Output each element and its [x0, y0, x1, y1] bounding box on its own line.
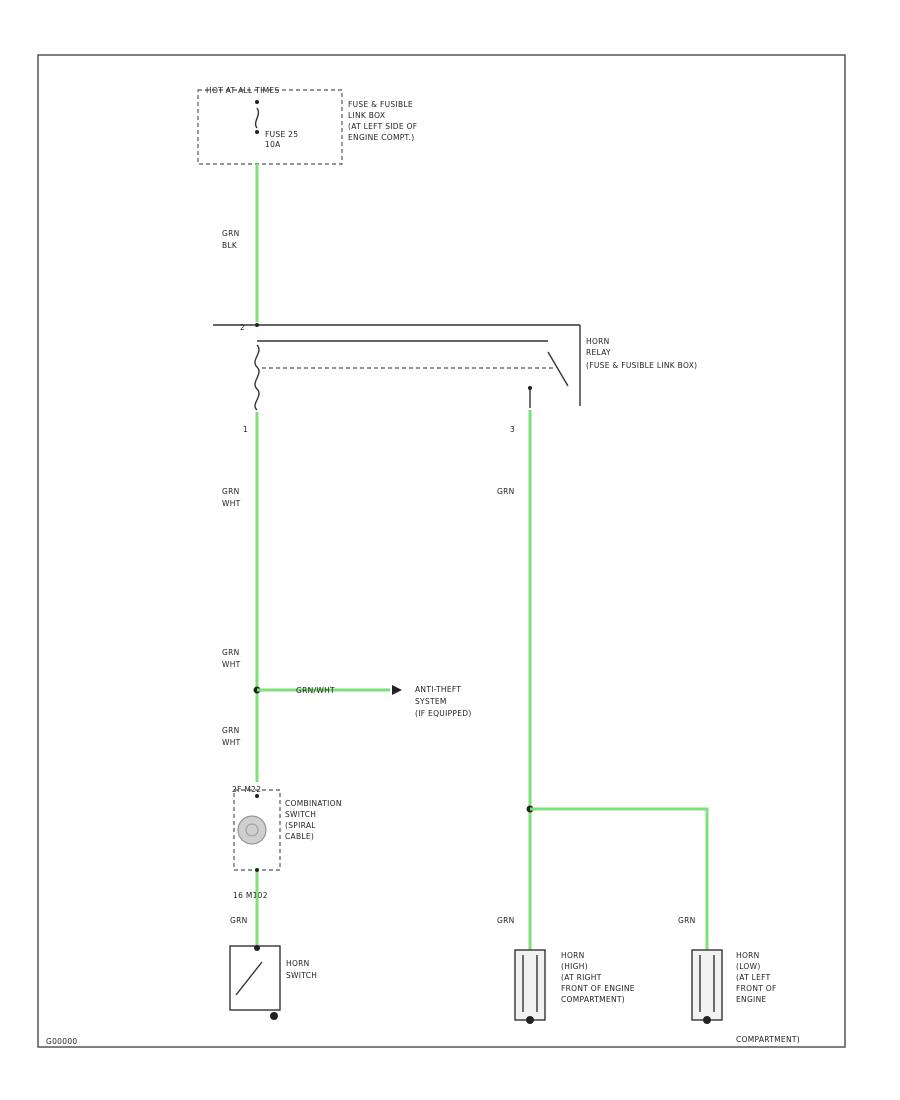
- wire-4-color-1: GRN: [222, 726, 240, 735]
- horn-low-coil-icon: [699, 955, 715, 1012]
- wire-3-color-1: GRN: [222, 648, 240, 657]
- horn-high-coil-icon: [522, 955, 538, 1012]
- horn-high-ground-terminal: [526, 1016, 534, 1024]
- diagram-frame: [37, 54, 846, 1048]
- horn-low-name-5: ENGINE: [736, 995, 767, 1004]
- combination-switch-name-3: (SPIRAL: [285, 821, 316, 830]
- diagram-id: G00000: [46, 1037, 77, 1046]
- relay-name-2: RELAY: [586, 348, 611, 357]
- wire-8-color: GRN: [678, 916, 696, 925]
- wire-2-color-1: GRN: [222, 487, 240, 496]
- branch-wire-color: GRN/WHT: [296, 686, 335, 695]
- horn-switch-name-2: SWITCH: [286, 971, 317, 980]
- wire-3-color-2: WHT: [222, 660, 241, 669]
- relay-pin-1: 1: [243, 425, 248, 434]
- horn-switch-name-1: HORN: [286, 959, 310, 968]
- antitheft-label-3: (IF EQUIPPED): [415, 709, 472, 718]
- relay-pin-3: 3: [510, 425, 515, 434]
- fuse-icon: [254, 107, 260, 129]
- wire-5-color: GRN: [230, 916, 248, 925]
- wire-1-color-2: BLK: [222, 241, 238, 250]
- horn-high-name-2: (HIGH): [561, 962, 588, 971]
- fuse-name: FUSE 25: [265, 130, 298, 139]
- combination-switch-name-4: CABLE): [285, 832, 314, 841]
- wire-2-color-2: WHT: [222, 499, 241, 508]
- fuse-box-location-2: LINK BOX: [348, 111, 385, 120]
- horn-high-name-3: (AT RIGHT: [561, 973, 602, 982]
- horn-low-name-6: COMPARTMENT): [736, 1035, 800, 1044]
- combination-switch-name-1: COMBINATION: [285, 799, 342, 808]
- relay-top-terminal: [255, 323, 259, 327]
- fuse-box-location-3: (AT LEFT SIDE OF: [348, 122, 417, 131]
- relay-contact-terminal: [528, 386, 532, 390]
- antitheft-label-1: ANTI-THEFT: [415, 685, 461, 694]
- wire-7-color: GRN: [497, 916, 515, 925]
- combination-switch-bottom-pins: 16 M102: [233, 891, 268, 900]
- combination-switch-top-terminal: [255, 794, 259, 798]
- horn-high-name-1: HORN: [561, 951, 585, 960]
- horn-switch-contact-icon: [235, 961, 263, 996]
- horn-low-name-2: (LOW): [736, 962, 761, 971]
- wire-6-color: GRN: [497, 487, 515, 496]
- horn-low-name-4: FRONT OF: [736, 984, 777, 993]
- spiral-cable-inner-icon: [245, 823, 259, 837]
- hot-at-all-times-label: HOT AT ALL TIMES: [206, 86, 279, 95]
- horn-low-ground-terminal: [703, 1016, 711, 1024]
- combination-switch-top-pins: 2F M22: [232, 785, 261, 794]
- wire-1-color: GRN: [222, 229, 240, 238]
- horn-high-name-4: FRONT OF ENGINE: [561, 984, 635, 993]
- combination-switch-bottom-terminal: [255, 868, 259, 872]
- horn-low-name-3: (AT LEFT: [736, 973, 771, 982]
- antitheft-arrow-icon: [392, 685, 402, 695]
- horn-switch-top-terminal: [254, 945, 260, 951]
- horn-switch-ground-terminal: [270, 1012, 278, 1020]
- relay-pin-2: 2: [240, 323, 245, 332]
- spiral-cable-icon: [237, 815, 267, 845]
- relay-coil-icon: [254, 344, 260, 411]
- fuse-bottom-terminal: [255, 130, 259, 134]
- horn-switch-box: [229, 945, 281, 1011]
- fuse-rating: 10A: [265, 140, 281, 149]
- fuse-top-terminal: [255, 100, 259, 104]
- relay-name-1: HORN: [586, 337, 610, 346]
- fuse-box-outline: [197, 89, 343, 165]
- horn-low-name-1: HORN: [736, 951, 760, 960]
- wire-to-horn-low: [530, 807, 709, 950]
- fuse-box-location-4: ENGINE COMPT.): [348, 133, 414, 142]
- combination-switch-name-2: SWITCH: [285, 810, 316, 819]
- relay-location: (FUSE & FUSIBLE LINK BOX): [586, 361, 697, 370]
- fuse-box-location-1: FUSE & FUSIBLE: [348, 100, 413, 109]
- horn-high-name-5: COMPARTMENT): [561, 995, 625, 1004]
- horn-low-body: [691, 949, 723, 1021]
- relay-contact-arm: [547, 351, 569, 387]
- horn-high-body: [514, 949, 546, 1021]
- wire-4-color-2: WHT: [222, 738, 241, 747]
- antitheft-label-2: SYSTEM: [415, 697, 447, 706]
